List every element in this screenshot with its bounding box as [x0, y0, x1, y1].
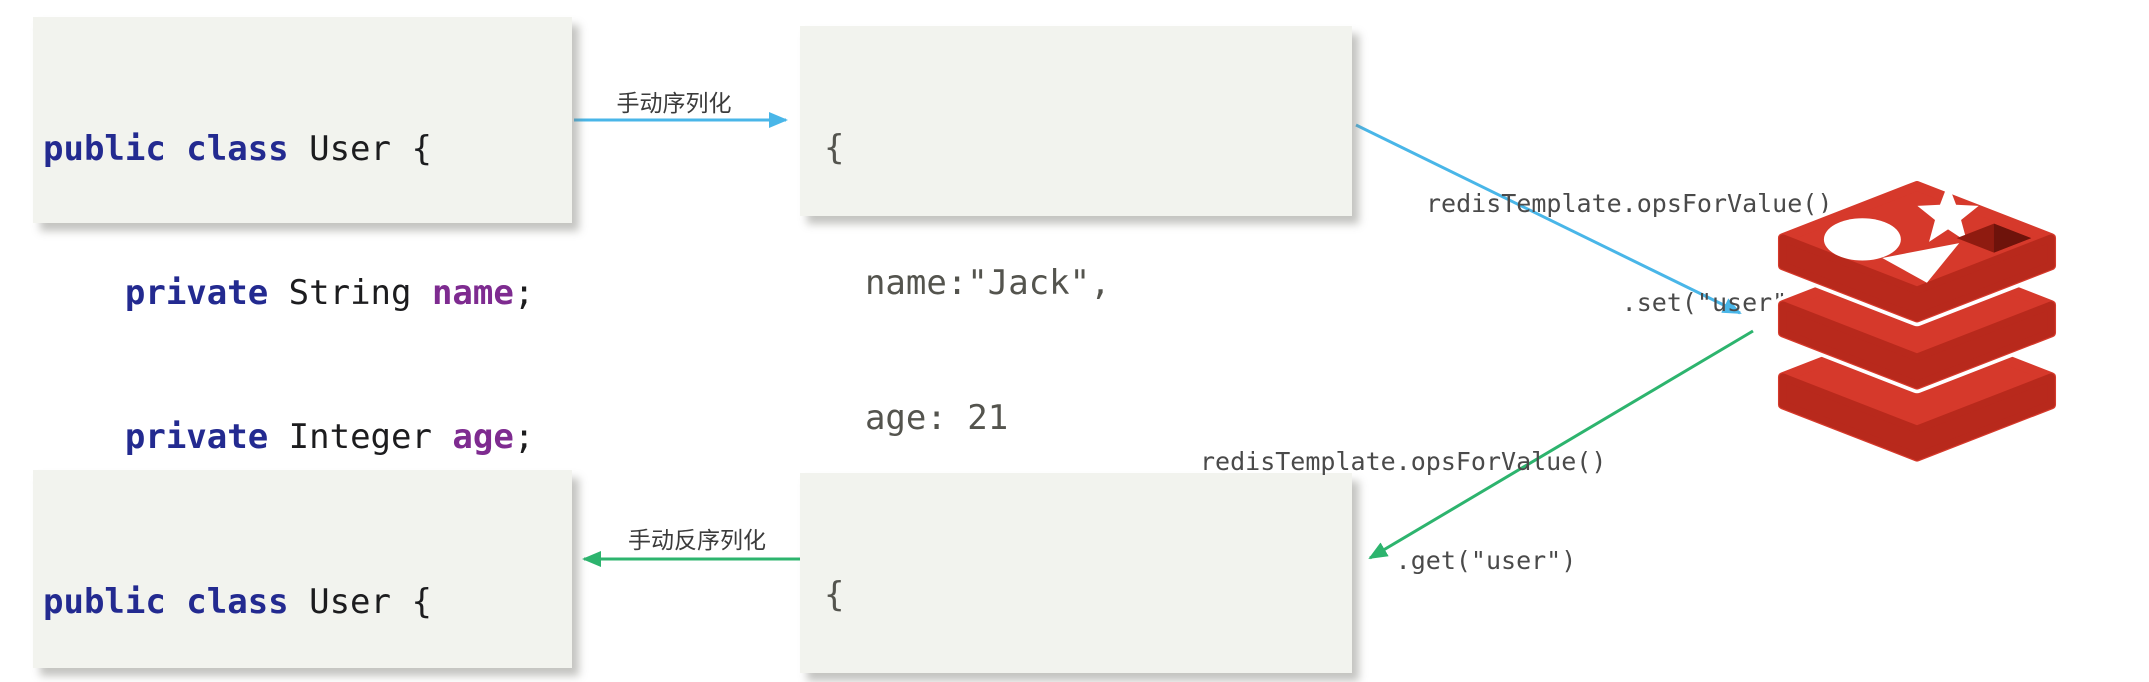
code-text: ;: [513, 273, 535, 313]
code-field: age: [452, 417, 514, 457]
code-keyword: public class: [43, 129, 289, 169]
code-line: private Integer age;: [43, 413, 572, 461]
call-line: .get("user"): [1200, 546, 1577, 575]
code-text: ;: [513, 417, 535, 457]
set-arrow: [1355, 123, 1742, 315]
get-arrow: [1368, 329, 1754, 560]
json-line: name:"Jack",: [824, 263, 1111, 303]
user-class-code-block-bottom: public class User { private String name;…: [33, 470, 572, 668]
code-text: User {: [288, 129, 432, 169]
code-keyword: public class: [43, 582, 289, 622]
redis-circle-shape: [1823, 218, 1901, 261]
code-keyword: private: [124, 417, 269, 457]
code-indent: [43, 273, 125, 313]
code-line: private String name;: [43, 269, 572, 317]
redis-square-hole: [1956, 223, 2032, 253]
get-call-label: redisTemplate.opsForValue() .get("user"): [1200, 379, 1606, 643]
user-class-code-block-top: public class User { private String name;…: [33, 17, 572, 601]
call-line: redisTemplate.opsForValue(): [1200, 447, 1607, 476]
code-text: Integer: [268, 417, 453, 457]
code-line: public class User {: [43, 578, 572, 626]
code-indent: [43, 417, 125, 457]
redis-triangle-shape: [1882, 243, 1960, 283]
json-string-block-top: { name:"Jack", age: 21 }: [800, 26, 1352, 573]
json-line: {: [824, 128, 845, 168]
json-line: age: 21: [824, 398, 1009, 438]
code-text: User {: [288, 582, 432, 622]
code-text: String: [268, 273, 432, 313]
deserialize-label: 手动反序列化: [628, 528, 766, 554]
json-string-block-bottom: { name:"Jack", age: 21 }: [800, 473, 1352, 673]
redis-star-shape: [1917, 183, 1979, 242]
call-line: redisTemplate.opsForValue(): [1426, 189, 1833, 218]
code-keyword: private: [124, 273, 269, 313]
code-line: public class User {: [43, 125, 572, 173]
json-line: {: [824, 575, 845, 615]
redis-tier-top: [1774, 181, 2060, 327]
code-field: name: [431, 273, 514, 313]
serialize-label: 手动序列化: [616, 91, 732, 117]
redis-logo-icon: [1774, 181, 2060, 466]
